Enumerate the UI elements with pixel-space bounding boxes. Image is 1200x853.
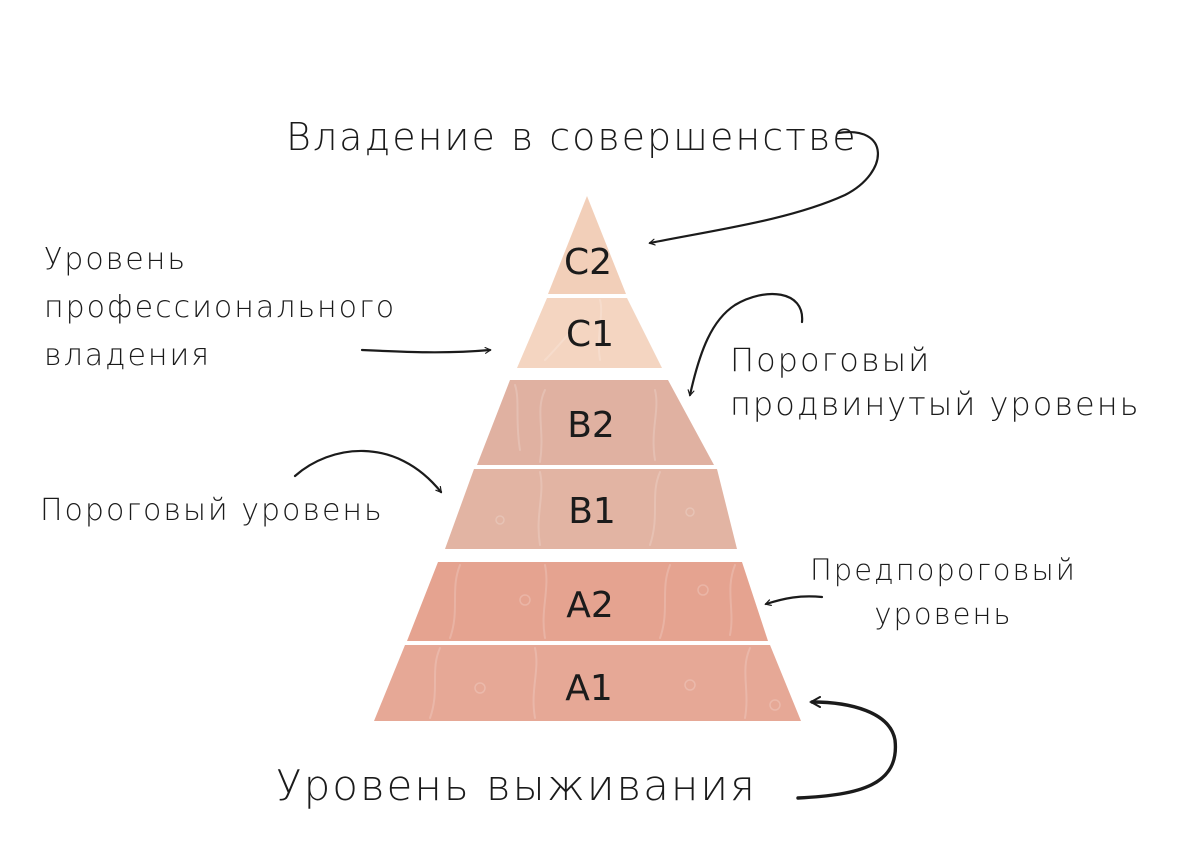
annotation-mastery: Владение в совершенстве [286,115,858,159]
annotation-threshold: Пороговый уровень [40,493,384,528]
arrow-to-b1 [293,449,441,492]
tier-c2 [548,196,626,294]
level-label-a1: A1 [565,668,613,709]
annotation-pre-threshold: Предпороговый уровень [810,553,1077,631]
tier-a1 [374,645,801,721]
tier-b1 [445,469,737,549]
level-label-b2: B2 [567,405,615,446]
arrow-to-c1 [360,350,490,352]
level-label-a2: A2 [566,585,614,626]
arrow-to-a1 [796,702,898,800]
level-label-c1: C1 [566,314,614,355]
annotation-professional: Уровень профессионального владения [44,242,397,373]
tier-c1 [517,298,662,368]
annotation-advanced-threshold: Пороговый продвинутый уровень [730,341,1141,423]
arrow-to-c2 [650,130,879,243]
level-label-b1: B1 [568,491,616,532]
tier-a2 [407,562,768,641]
annotation-survival: Уровень выживания [276,761,757,810]
arrow-to-a2 [766,595,824,604]
level-label-c2: C2 [564,242,612,283]
leaf-pattern [429,299,781,719]
tier-b2 [477,380,714,465]
arrow-to-b2 [690,292,804,395]
